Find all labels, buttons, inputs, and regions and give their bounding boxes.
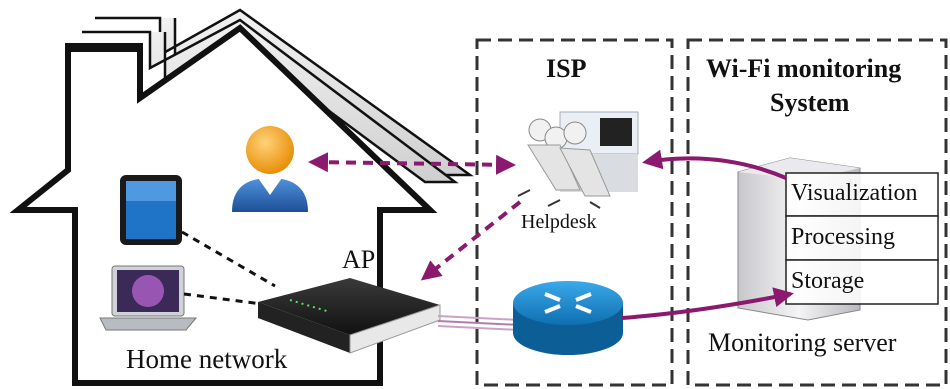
ap-router-cable <box>437 315 521 331</box>
layer-label-storage: Storage <box>791 268 865 294</box>
isp-label: ISP <box>546 54 587 83</box>
monitoring-server-label: Monitoring server <box>708 328 897 357</box>
router-icon <box>513 281 623 355</box>
layer-box-processing <box>785 215 939 261</box>
home-network-label: Home network <box>126 344 288 374</box>
wifi-monitoring-title-line1: Wi-Fi monitoring <box>706 54 902 83</box>
device-links <box>181 230 276 306</box>
arrow-router-server <box>621 287 794 320</box>
laptop-icon <box>99 265 198 331</box>
house-chimney-cap <box>66 44 142 52</box>
arrows <box>308 149 794 320</box>
helpdesk-label: Helpdesk <box>521 211 597 233</box>
wifi-monitoring-title-line2: System <box>770 88 850 117</box>
layer-label-visualization: Visualization <box>791 180 918 206</box>
access-point-device <box>258 278 441 354</box>
arrow-helpdesk-ap <box>420 200 522 281</box>
tablet-icon <box>120 175 182 245</box>
layer-box-visualization <box>785 172 939 217</box>
arrow-server-helpdesk <box>642 149 787 180</box>
monitoring-system-box <box>686 38 948 387</box>
user-icon <box>232 126 308 212</box>
ap-label: AP <box>342 245 376 274</box>
server-layers-stack <box>785 172 939 305</box>
helpdesk-illustration <box>517 111 639 209</box>
layer-box-storage <box>785 259 939 305</box>
layer-label-processing: Processing <box>791 224 895 250</box>
isp-box <box>475 38 674 387</box>
